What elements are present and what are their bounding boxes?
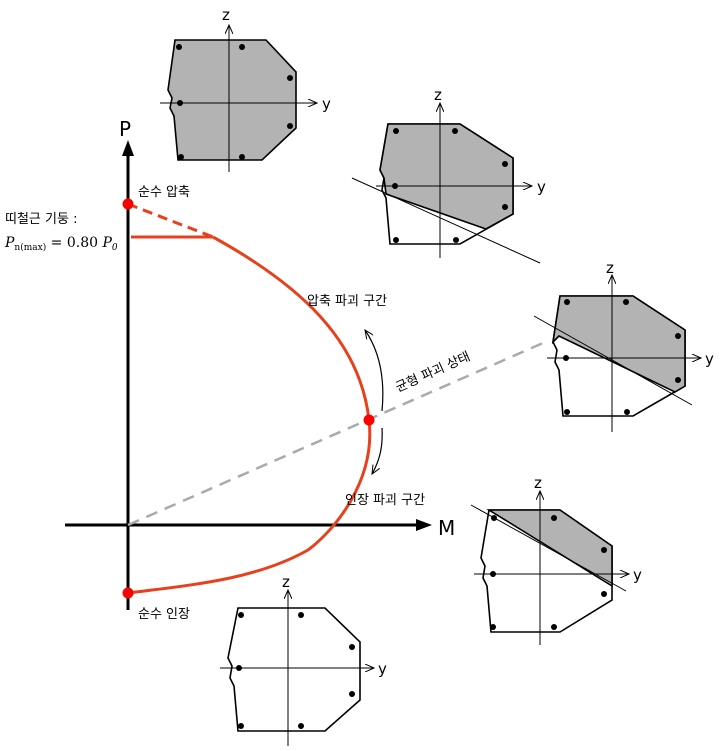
pn-max-equals: = 0.80 — [46, 235, 102, 251]
section-tension-failure: z y — [470, 474, 642, 645]
m-axis-arrowhead — [416, 519, 432, 531]
interaction-curve — [122, 198, 375, 599]
rebar-dots — [236, 612, 355, 729]
neutral-axis — [470, 504, 627, 592]
pure-tension-point — [122, 587, 134, 599]
rebar-dots — [392, 128, 508, 243]
y-axis-label: y — [537, 178, 546, 196]
p-axis-arrowhead — [122, 140, 134, 156]
z-axis-label: z — [282, 573, 290, 591]
compression-zone — [551, 295, 686, 393]
pn-max-formula: Pn(max) = 0.80 P0 — [4, 235, 118, 253]
section-shape — [167, 39, 297, 161]
z-axis-label: z — [434, 86, 442, 104]
m-axis-label: M — [438, 516, 455, 540]
section-pure-tension: z y — [220, 573, 387, 746]
curve-dashed-cap — [127, 202, 214, 239]
pure-compression-label: 순수 압축 — [138, 185, 190, 200]
pure-tension-label: 순수 인장 — [138, 607, 190, 622]
section-pure-compression: z y — [160, 6, 331, 172]
compression-zone — [379, 123, 514, 230]
tied-column-label: 띠철근 기둥 : — [5, 212, 77, 227]
p0-symbol: P — [101, 235, 112, 251]
p-axis-label: P — [119, 117, 131, 141]
z-axis-label: z — [534, 474, 542, 492]
tension-zone-label: 인장 파괴 구간 — [345, 493, 425, 508]
zone-arrows — [365, 330, 384, 474]
pn-max-subscript: n(max) — [14, 242, 46, 253]
tension-zone-arrow — [372, 427, 383, 474]
balanced-failure-label: 균형 파괴 상태 — [394, 349, 473, 395]
y-axis-label: y — [705, 350, 714, 368]
balanced-failure-line — [127, 341, 544, 527]
section-outline — [227, 607, 361, 732]
rebar-dots — [563, 299, 681, 415]
main-axes: P M — [65, 117, 455, 610]
rebar-dots — [490, 515, 607, 630]
section-balanced-failure: z y — [533, 259, 714, 432]
tied-column-annotation: 띠철근 기둥 : Pn(max) = 0.80 P0 — [4, 212, 118, 253]
p0-subscript: 0 — [112, 243, 118, 253]
neutral-axis — [533, 315, 693, 406]
compression-zone-arrow — [365, 330, 384, 412]
pure-compression-point — [122, 198, 134, 210]
neutral-axis — [351, 177, 541, 264]
curve-solid — [127, 235, 372, 595]
rebar-dots — [176, 44, 293, 160]
y-axis-label: y — [378, 660, 387, 678]
z-axis-label: z — [606, 259, 614, 277]
y-axis-label: y — [633, 566, 642, 584]
compression-zone-label: 압축 파괴 구간 — [307, 294, 387, 309]
balanced-point — [363, 414, 375, 426]
section-compression-failure: z y — [351, 86, 546, 264]
y-axis-label: y — [322, 95, 331, 113]
pn-max-symbol: P — [4, 235, 15, 251]
z-axis-label: z — [222, 6, 230, 24]
